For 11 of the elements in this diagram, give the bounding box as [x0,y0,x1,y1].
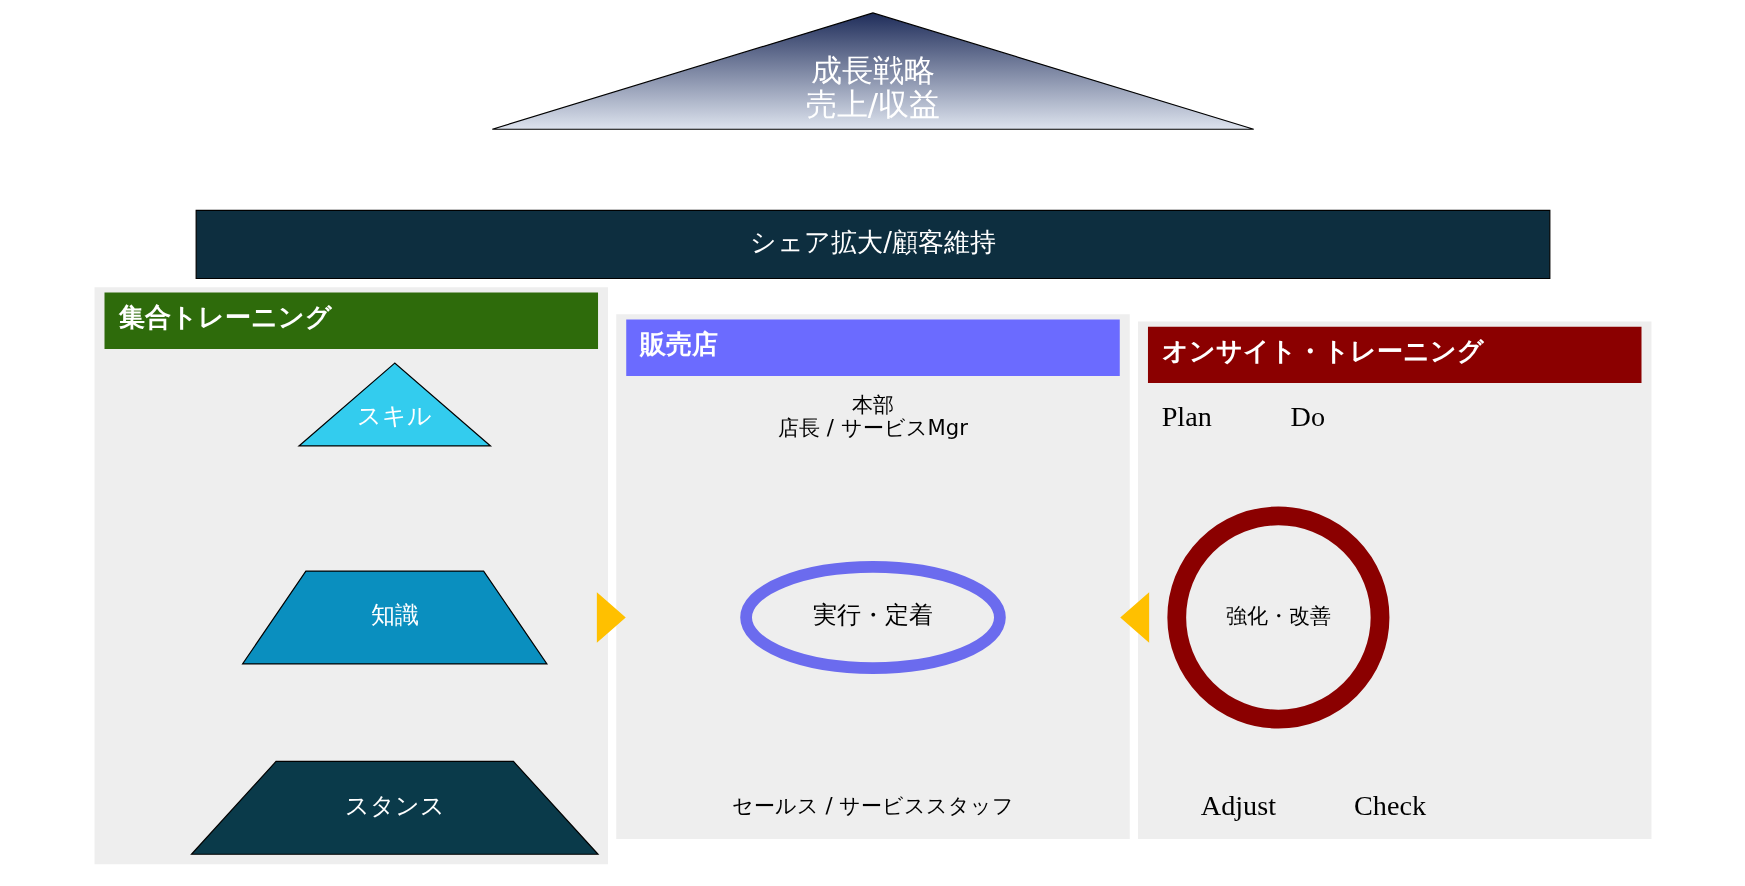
arrow [596,592,626,643]
label: Check [1353,790,1426,822]
node-ellipse: 実行・定着 [739,561,1006,674]
label: Plan [1161,400,1212,432]
node-text: セールス / サービススタッフ [731,793,1014,819]
node-circle: 強化・改善 [1166,506,1389,729]
arrow [1119,592,1149,643]
label: Do [1290,400,1325,432]
label: Adjust [1200,790,1276,822]
node-box: シェア拡大/顧客維持 [195,209,1550,280]
node-text: 本部 店長 / サービスMgr [777,391,968,441]
